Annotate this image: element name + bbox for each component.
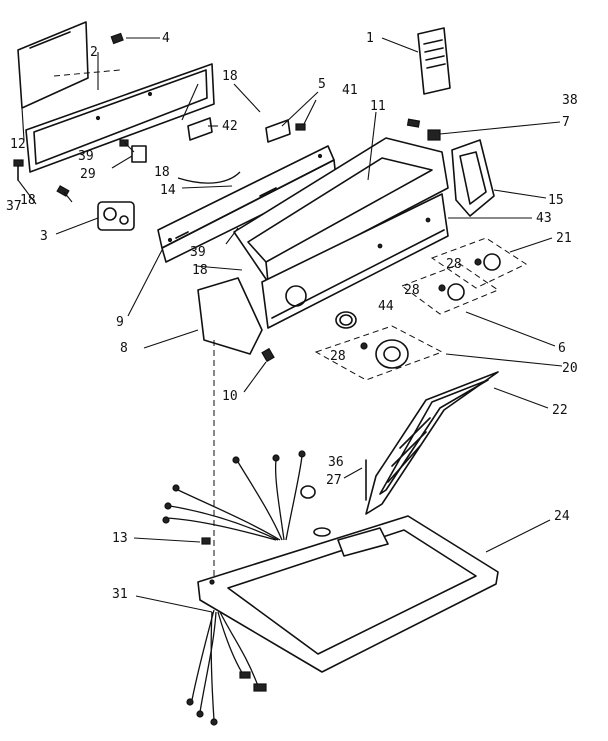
- callout-18-a: 18: [222, 69, 238, 84]
- part-13-clip: [201, 537, 211, 545]
- part-6-console-front: [261, 193, 449, 329]
- part-3-timer: [97, 201, 135, 231]
- callout-36: 36: [328, 455, 344, 470]
- part-2-gasket: [25, 63, 215, 173]
- part-37-screw: [13, 159, 24, 181]
- callout-38: 38: [562, 93, 578, 108]
- part-20-knob: [360, 339, 409, 369]
- part-5-bracket: [265, 119, 291, 143]
- callout-4: 4: [162, 31, 170, 46]
- callout-43: 43: [536, 211, 552, 226]
- callout-20: 20: [562, 361, 578, 376]
- callout-29: 29: [80, 167, 96, 182]
- leader-lines: [17, 37, 563, 613]
- callout-8: 8: [120, 341, 128, 356]
- callout-10: 10: [222, 389, 238, 404]
- callout-41: 41: [342, 83, 358, 98]
- callout-11: 11: [370, 99, 386, 114]
- callout-27: 27: [326, 473, 342, 488]
- part-29-switch: [119, 139, 147, 163]
- callout-44: 44: [378, 299, 394, 314]
- callout-2: 2: [90, 45, 98, 60]
- callout-18-c: 18: [20, 193, 36, 208]
- part-44-ring: [335, 311, 357, 329]
- harness-upper: [162, 450, 306, 541]
- callout-9: 9: [116, 315, 124, 330]
- callout-24: 24: [554, 509, 570, 524]
- part-41-screw: [295, 123, 306, 131]
- callout-28-b: 28: [404, 283, 420, 298]
- part-38-screw: [406, 118, 421, 128]
- part-18-screw-left: [56, 185, 70, 197]
- part-4-screw: [110, 32, 124, 45]
- callout-18-b: 18: [154, 165, 170, 180]
- kit-6-outline: [400, 263, 500, 315]
- callout-18-d: 18: [192, 263, 208, 278]
- callout-21: 21: [556, 231, 572, 246]
- callout-22: 22: [552, 403, 568, 418]
- part-1-manual: [417, 27, 451, 95]
- part-15-end-cap-right: [451, 139, 495, 217]
- callout-28-c: 28: [330, 349, 346, 364]
- callout-13: 13: [112, 531, 128, 546]
- callout-labels: 1 2 3 4 5 6 7 8 9 10 11 12 13 14 15 18 1…: [6, 31, 578, 602]
- part-24-top-panel: [197, 515, 499, 673]
- part-14-wire: [177, 171, 241, 184]
- callout-14: 14: [160, 183, 176, 198]
- callout-5: 5: [318, 77, 326, 92]
- part-7-clip: [427, 129, 441, 141]
- part-6-knob: [438, 283, 465, 301]
- callout-1: 1: [366, 31, 374, 46]
- callout-6: 6: [558, 341, 566, 356]
- callout-15: 15: [548, 193, 564, 208]
- guide-top: [53, 69, 121, 77]
- part-11-console-top: [233, 137, 449, 283]
- callout-39-b: 39: [190, 245, 206, 260]
- callout-12: 12: [10, 137, 26, 152]
- callout-42: 42: [222, 119, 238, 134]
- part-31-harness: [186, 609, 267, 726]
- callout-7: 7: [562, 115, 570, 130]
- callout-31: 31: [112, 587, 128, 602]
- callout-39-a: 39: [78, 149, 94, 164]
- callout-3: 3: [40, 229, 48, 244]
- callout-37: 37: [6, 199, 22, 214]
- kit-20-outline: [314, 325, 444, 381]
- part-42-bracket: [187, 117, 213, 141]
- part-10-screw: [261, 347, 275, 363]
- part-8-end-cap: [197, 277, 263, 355]
- part-12-rear-panel: [17, 21, 89, 109]
- kit-21-outline: [430, 237, 528, 289]
- callout-28-a: 28: [446, 257, 462, 272]
- part-21-knob: [474, 253, 501, 271]
- part-22-grille: [365, 371, 499, 515]
- part-36-connector: [300, 485, 316, 499]
